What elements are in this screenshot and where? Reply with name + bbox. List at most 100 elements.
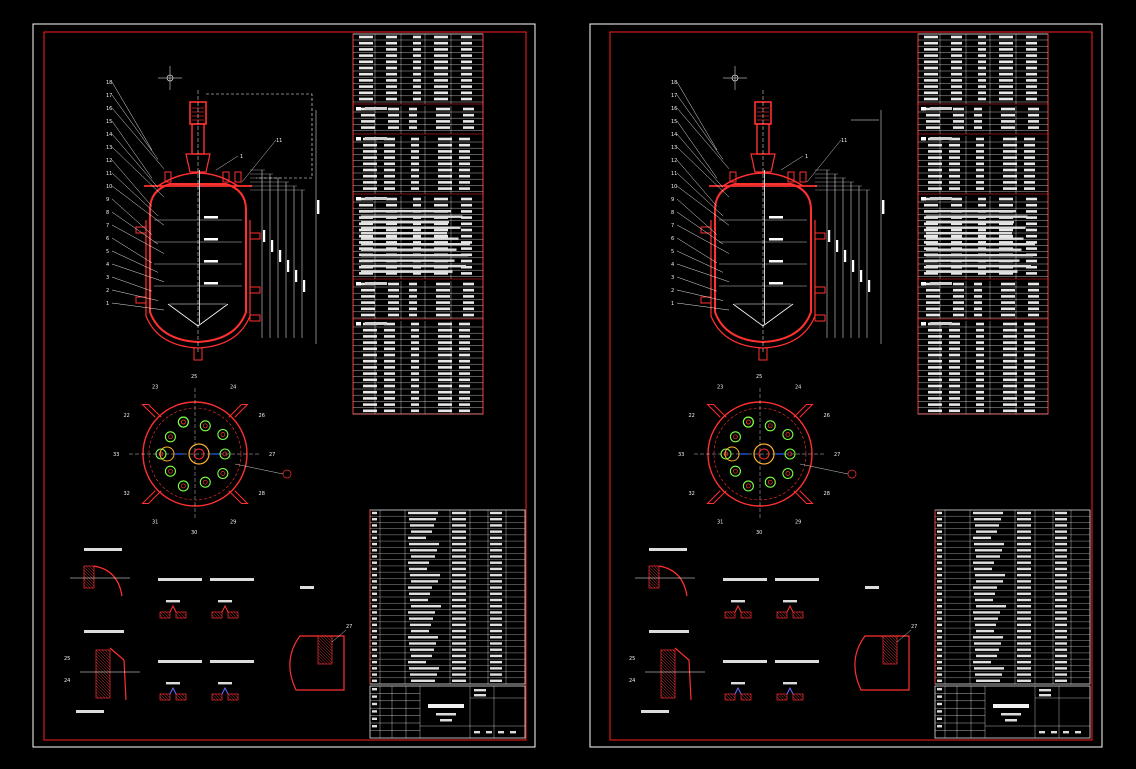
spec-cell-text	[438, 162, 452, 166]
title-sheet-cell	[1039, 731, 1045, 734]
spec-section-mark	[356, 322, 361, 326]
spec-cell-text	[1026, 272, 1037, 275]
spec-cell-text	[459, 353, 470, 357]
spec-cell-text	[976, 403, 984, 406]
center-nozzle-inner	[758, 448, 770, 460]
spec-cell-text	[384, 187, 395, 190]
bom-cell-qty	[1017, 542, 1031, 546]
weld-detail-plate-r-hatch	[740, 611, 748, 619]
spec-cell-text	[363, 347, 377, 351]
bom-cell-qty	[1017, 524, 1031, 527]
spec-cell-text	[1026, 203, 1037, 207]
spec-cell-text	[976, 397, 984, 400]
weld-detail-plate-r-hatch	[236, 693, 239, 696]
spec-cell-text	[924, 48, 938, 51]
bom-cell-mat	[1055, 679, 1067, 682]
spec-cell-text	[459, 372, 470, 375]
spec-cell-text	[978, 66, 986, 70]
spec-cell-text	[409, 288, 417, 292]
spec-cell-text	[363, 162, 377, 166]
spec-cell-text	[924, 41, 938, 45]
detail-c-nozzle	[317, 635, 333, 665]
spec-cell-text	[413, 203, 421, 207]
weld-detail-plate-l-hatch	[162, 611, 170, 619]
detail-a-flange-hatch	[83, 566, 95, 578]
internal-dim-text	[204, 238, 218, 241]
spec-cell-text	[953, 295, 964, 298]
plan-nozzle-label-22: 22	[123, 413, 129, 419]
bom-cell-mat	[490, 673, 502, 676]
detail-b-flange-hatch	[95, 661, 111, 677]
bom-cell-mat	[1055, 511, 1067, 515]
bom-cell-qty	[452, 605, 466, 608]
bom-cell-qty	[1017, 611, 1031, 614]
leader-label-5: 5	[671, 249, 674, 255]
leader-line	[676, 133, 724, 188]
plan-nozzle-label-32: 32	[688, 491, 694, 497]
spec-cell-text	[949, 409, 960, 413]
spec-cell-text	[1026, 234, 1037, 238]
spec-cell-text	[924, 97, 938, 101]
bom-cell-qty	[452, 511, 466, 515]
spec-cell-text	[438, 181, 452, 184]
bom-cell-mat	[490, 536, 502, 540]
bom-cell-name	[409, 617, 433, 620]
spec-note-line	[361, 248, 457, 251]
bom-cell-qty	[1017, 660, 1031, 664]
detail-b-shell	[109, 647, 127, 701]
leader-line	[111, 81, 153, 151]
weld-detail-plate-r-hatch	[740, 696, 745, 701]
spec-cell-text	[949, 335, 960, 338]
title-code-2	[474, 694, 486, 697]
detail-a-flange-hatch	[648, 584, 653, 589]
bom-cell-no	[372, 580, 377, 583]
spec-cell-text	[974, 282, 982, 286]
side-nozzle	[249, 232, 261, 240]
weld-detail-plate-l-hatch	[211, 696, 216, 701]
leader-line	[111, 146, 165, 198]
spec-cell-text	[438, 359, 452, 363]
spec-cell-text	[359, 72, 373, 76]
spec-cell-text	[459, 137, 470, 141]
weld-detail-plate-l-hatch	[776, 693, 784, 701]
leader-label-2: 2	[671, 288, 674, 294]
leader-line	[111, 237, 153, 264]
spec-cell-text	[928, 150, 942, 153]
spec-cell-text	[363, 156, 377, 159]
spec-cell-text	[411, 384, 419, 388]
drawing-number	[436, 713, 456, 716]
bom-cell-no	[372, 654, 377, 658]
spec-cell-text	[438, 137, 452, 141]
leader-line	[111, 133, 159, 188]
bom-cell-name	[411, 605, 441, 608]
spec-cell-text	[926, 307, 940, 311]
detail-c-nozzle-hatch	[893, 635, 898, 640]
spec-section-mark	[921, 137, 926, 141]
bom-cell-mat	[1055, 605, 1067, 608]
detail-c-outline	[854, 635, 910, 691]
bom-cell-no	[372, 636, 377, 639]
spec-cell-text	[953, 107, 964, 111]
weld-detail-plate-r-hatch	[746, 611, 752, 617]
leader-line	[111, 159, 153, 207]
spec-cell-text	[926, 126, 940, 129]
spec-cell-text	[411, 187, 419, 190]
spec-cell-text	[949, 378, 960, 382]
spec-cell-text	[461, 79, 472, 82]
bom-cell-mat	[1055, 573, 1067, 577]
leader-label-1: 1	[106, 301, 109, 307]
spec-note-line	[361, 226, 461, 229]
spec-note-line	[926, 248, 1022, 251]
spec-cell-text	[976, 156, 984, 159]
spec-cell-text	[924, 234, 938, 238]
bom-cell-name	[409, 567, 427, 571]
spec-cell-text	[461, 222, 472, 226]
spec-cell-text	[1024, 168, 1035, 172]
detail-c-leader	[896, 629, 912, 643]
spec-cell-text	[953, 307, 964, 311]
spec-cell-text	[363, 150, 377, 153]
spec-cell-text	[1003, 335, 1017, 338]
detail-b-flange-hatch	[95, 652, 111, 668]
spec-cell-text	[438, 143, 452, 147]
